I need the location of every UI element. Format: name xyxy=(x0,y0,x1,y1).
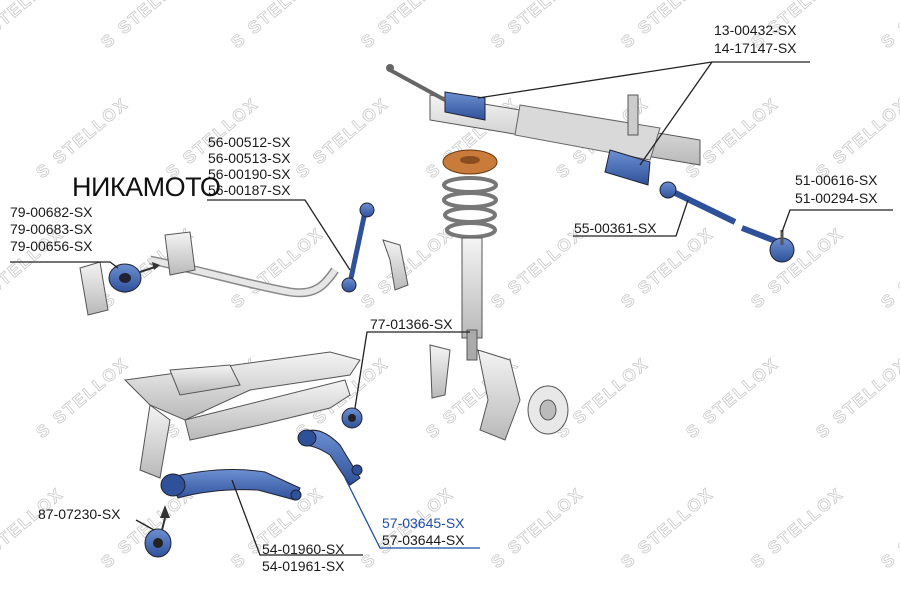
label-tie-rod-end-b: 51-00294-SX xyxy=(795,190,878,206)
inner-tie-rod xyxy=(659,181,737,225)
link-bracket xyxy=(382,239,409,291)
arm-bushing xyxy=(144,528,172,558)
rack-end-left xyxy=(386,64,446,102)
label-stab-bush-c: 79-00656-SX xyxy=(10,238,93,254)
steering-knuckle xyxy=(477,349,569,441)
bracket-small xyxy=(429,344,451,399)
steering-rack xyxy=(429,94,701,166)
leader-line-blue xyxy=(344,477,480,549)
label-tension-arm-b: 57-03644-SX xyxy=(382,532,465,548)
label-tie-rod-boot-a: 13-00432-SX xyxy=(714,22,797,38)
label-tie-rod-end-a: 51-00616-SX xyxy=(795,172,878,188)
stabilizer-bracket xyxy=(79,231,196,316)
label-arm-bush: 87-07230-SX xyxy=(38,506,121,522)
label-stab-link-a: 56-00512-SX xyxy=(208,134,291,150)
label-tension-arm-a: 57-03645-SX xyxy=(382,515,465,531)
label-inner-tie-rod: 55-00361-SX xyxy=(574,220,657,236)
tie-rod-end xyxy=(740,225,795,263)
label-stab-bush-b: 79-00683-SX xyxy=(10,221,93,237)
label-stab-link-c: 56-00190-SX xyxy=(208,166,291,182)
rack-boot-left xyxy=(444,91,486,121)
label-stab-link-d: 56-00187-SX xyxy=(208,182,291,198)
tension-arm xyxy=(297,429,363,486)
arm-bushing-arrow xyxy=(160,505,170,518)
stabilizer-bushing xyxy=(108,263,142,293)
stabilizer-link xyxy=(341,202,375,293)
leader-lines xyxy=(10,61,893,556)
overlay-caption: НИКАМОТО xyxy=(72,172,221,202)
bushing-arrow-head xyxy=(152,262,160,270)
label-stab-link-b: 56-00513-SX xyxy=(208,150,291,166)
label-lower-arm-b: 54-01961-SX xyxy=(262,558,345,574)
lower-control-arm xyxy=(160,469,302,501)
label-stab-bush-a: 79-00682-SX xyxy=(10,204,93,220)
subframe xyxy=(123,351,361,479)
arm-bushing-arrow-shaft xyxy=(161,517,166,531)
spring-strut xyxy=(442,149,498,361)
strut-bushing xyxy=(341,407,363,429)
label-tie-rod-boot-b: 14-17147-SX xyxy=(714,40,797,56)
label-lower-arm-a: 54-01960-SX xyxy=(262,541,345,557)
rack-boot-right xyxy=(604,149,651,186)
label-strut-bush: 77-01366-SX xyxy=(370,316,453,332)
